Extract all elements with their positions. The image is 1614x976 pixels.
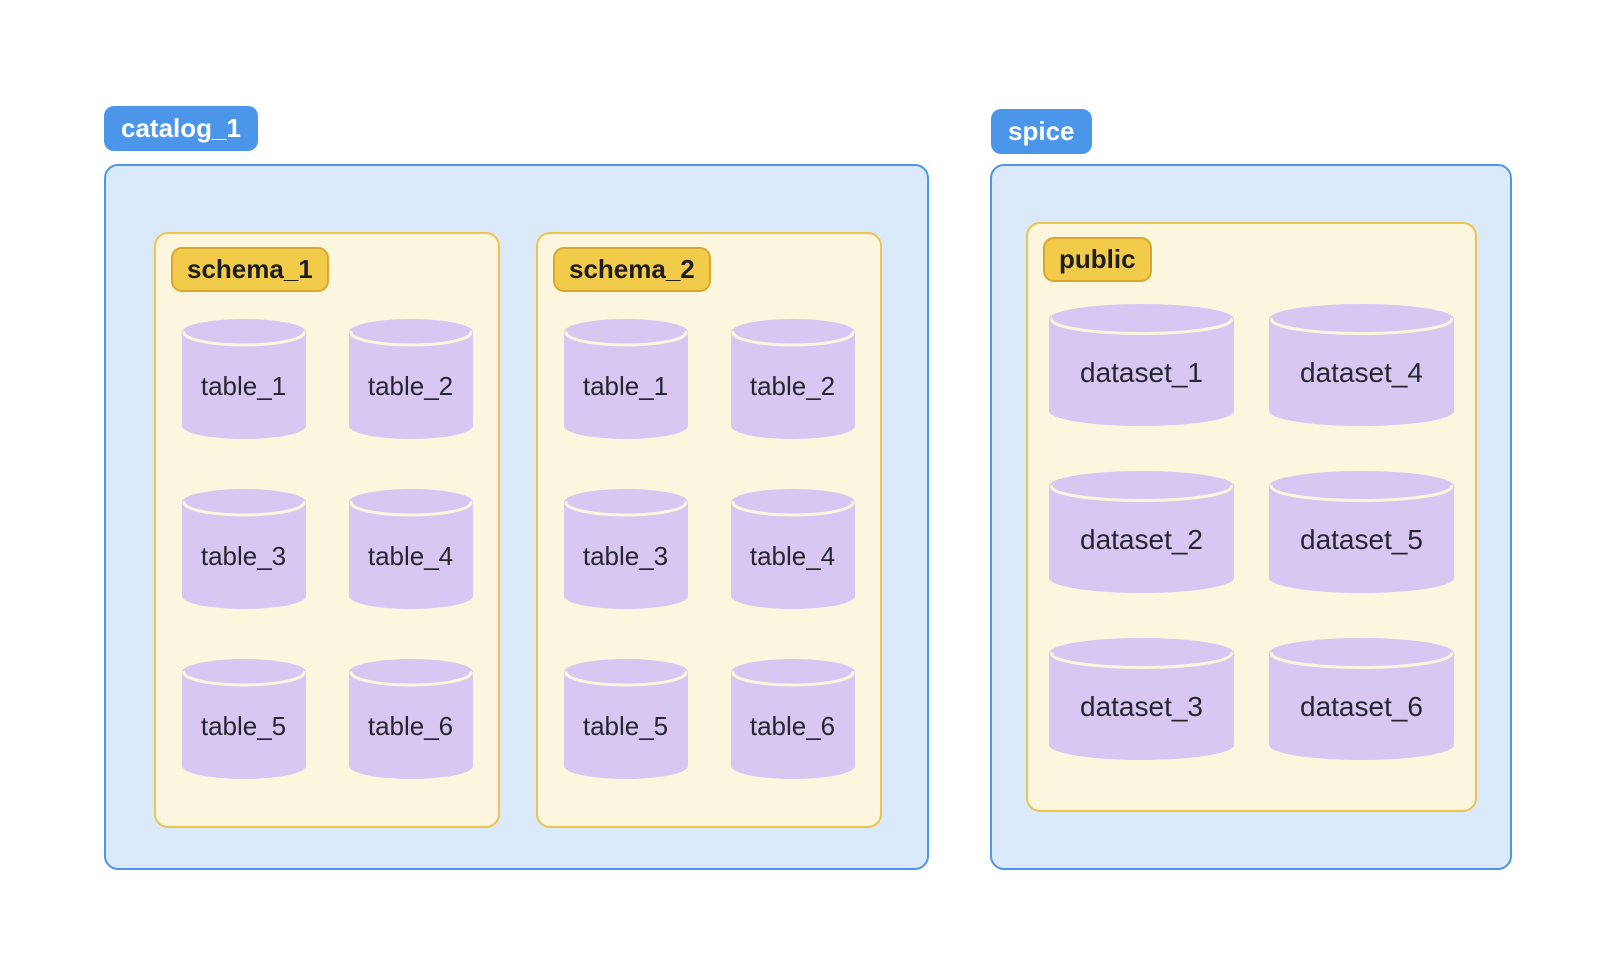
dataset-name-label: dataset_1	[1080, 357, 1203, 388]
database-cylinder-icon	[730, 489, 855, 609]
database-cylinder-icon	[1269, 471, 1454, 593]
catalog-label-chip: catalog_1	[104, 106, 258, 151]
spice-container: public dataset_1 dataset_2	[990, 164, 1512, 870]
database-cylinder-icon	[563, 319, 688, 439]
database-cylinder-icon	[1049, 638, 1234, 760]
dataset-grid: dataset_1 dataset_2 dataset_3	[1028, 304, 1475, 760]
schema-1-box: schema_1 table_1 table_2	[154, 232, 500, 828]
table-cylinder: table_1	[563, 319, 688, 439]
table-cylinder: table_5	[563, 659, 688, 779]
dataset-cylinder: dataset_6	[1269, 638, 1454, 760]
table-cylinder: table_6	[348, 659, 473, 779]
dataset-cylinder: dataset_2	[1049, 471, 1234, 593]
dataset-name-label: dataset_5	[1300, 524, 1423, 555]
database-cylinder-icon	[181, 659, 306, 779]
database-cylinder-icon	[1269, 638, 1454, 760]
dataset-cylinder: dataset_5	[1269, 471, 1454, 593]
database-cylinder-icon	[348, 489, 473, 609]
catalog-container: schema_1 table_1 table_2	[104, 164, 929, 870]
table-cylinder: table_3	[181, 489, 306, 609]
schema-2-label-chip: schema_2	[553, 247, 711, 292]
public-schema-box: public dataset_1 dataset_2	[1026, 222, 1477, 812]
table-cylinder: table_2	[730, 319, 855, 439]
database-cylinder-icon	[730, 659, 855, 779]
table-name-label: table_6	[749, 710, 836, 741]
table-cylinder: table_2	[348, 319, 473, 439]
schema-2-table-grid: table_1 table_2 table_3	[538, 319, 880, 779]
dataset-name-label: dataset_6	[1300, 691, 1423, 722]
schema-1-table-grid: table_1 table_2 table_3	[156, 319, 498, 779]
table-name-label: table_1	[582, 370, 669, 401]
table-cylinder: table_6	[730, 659, 855, 779]
database-cylinder-icon	[563, 659, 688, 779]
database-cylinder-icon	[1269, 304, 1454, 426]
database-cylinder-icon	[1049, 304, 1234, 426]
table-name-label: table_6	[367, 710, 454, 741]
table-name-label: table_5	[582, 710, 669, 741]
table-cylinder: table_1	[181, 319, 306, 439]
table-name-label: table_1	[200, 370, 287, 401]
table-name-label: table_2	[367, 370, 454, 401]
dataset-cylinder: dataset_4	[1269, 304, 1454, 426]
dataset-cylinder: dataset_3	[1049, 638, 1234, 760]
table-cylinder: table_3	[563, 489, 688, 609]
table-cylinder: table_5	[181, 659, 306, 779]
dataset-cylinder: dataset_1	[1049, 304, 1234, 426]
spice-label-chip: spice	[991, 109, 1092, 154]
database-cylinder-icon	[1049, 471, 1234, 593]
public-label-chip: public	[1043, 237, 1152, 282]
table-name-label: table_4	[749, 540, 836, 571]
dataset-name-label: dataset_2	[1080, 524, 1203, 555]
table-name-label: table_2	[749, 370, 836, 401]
table-name-label: table_3	[200, 540, 287, 571]
database-cylinder-icon	[348, 319, 473, 439]
table-name-label: table_3	[582, 540, 669, 571]
schema-2-box: schema_2 table_1 table_2	[536, 232, 882, 828]
database-cylinder-icon	[730, 319, 855, 439]
database-cylinder-icon	[348, 659, 473, 779]
table-cylinder: table_4	[348, 489, 473, 609]
dataset-name-label: dataset_4	[1300, 357, 1423, 388]
dataset-name-label: dataset_3	[1080, 691, 1203, 722]
database-cylinder-icon	[563, 489, 688, 609]
table-name-label: table_5	[200, 710, 287, 741]
database-cylinder-icon	[181, 319, 306, 439]
table-name-label: table_4	[367, 540, 454, 571]
schema-1-label-chip: schema_1	[171, 247, 329, 292]
database-cylinder-icon	[181, 489, 306, 609]
table-cylinder: table_4	[730, 489, 855, 609]
